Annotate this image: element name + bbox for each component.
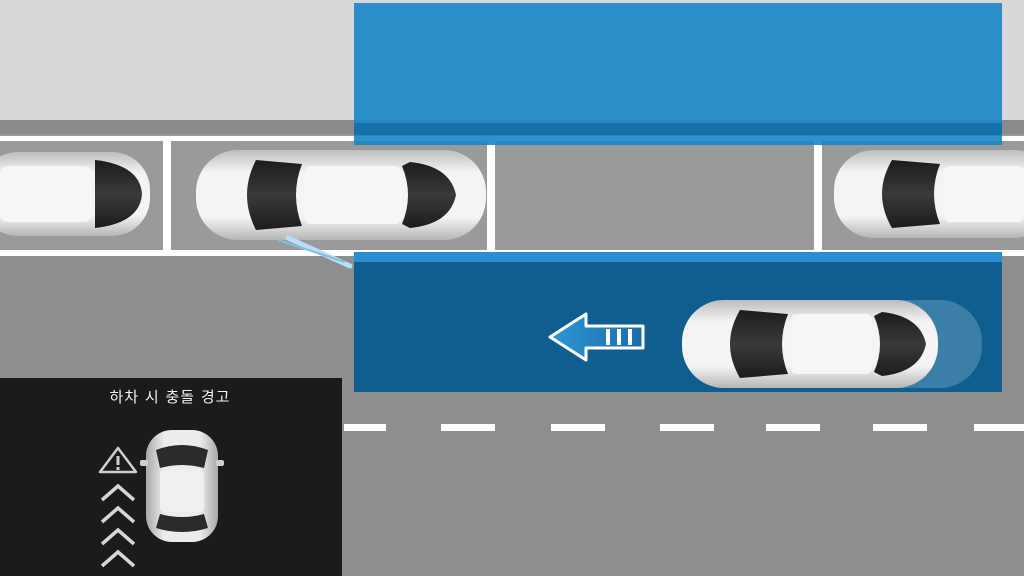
parking-divider	[163, 136, 171, 256]
parked-car-right	[834, 150, 1024, 238]
parked-car-left	[0, 152, 150, 236]
approaching-car	[682, 300, 982, 388]
parked-car-door-opening	[196, 150, 486, 269]
warning-triangle-icon	[98, 446, 138, 474]
approach-arrow-icon	[548, 312, 645, 362]
parking-divider	[814, 136, 822, 256]
lane-dashes	[344, 424, 1024, 431]
cluster-car-icon	[140, 430, 224, 542]
detection-zone-upper	[354, 3, 1002, 145]
parking-divider	[487, 136, 495, 256]
chevron-up-icon	[100, 483, 136, 568]
cluster-title: 하차 시 충돌 경고	[109, 388, 231, 406]
detection-zone-lower-edge	[354, 252, 1002, 262]
detection-zone-upper-edge	[354, 123, 1002, 135]
